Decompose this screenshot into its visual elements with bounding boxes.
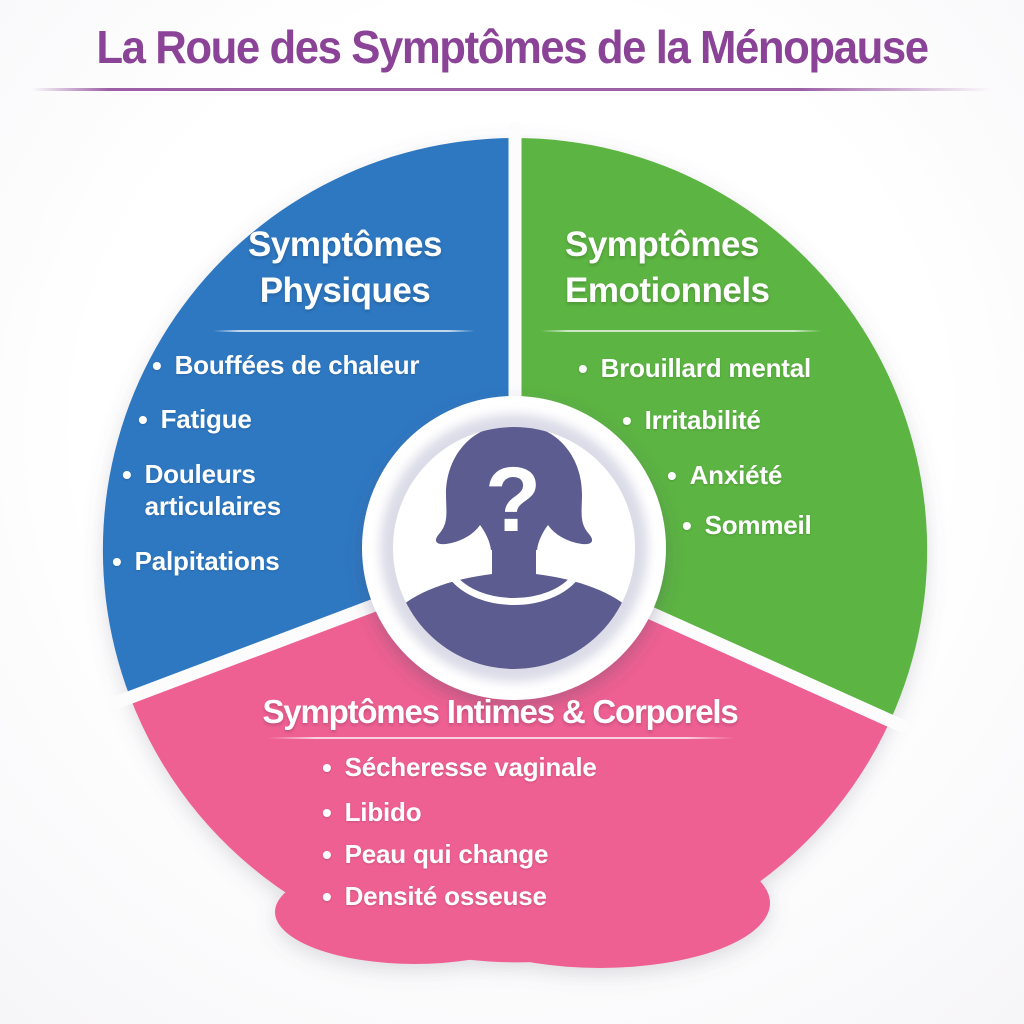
list-item-densite: • Densité osseuse — [322, 881, 547, 912]
list-item-peau: • Peau qui change — [322, 839, 549, 870]
list-item-douleurs: • Douleurs articulaires — [122, 459, 281, 521]
list-item-bouffees: • Bouffées de chaleur — [152, 350, 420, 381]
bullet-icon: • — [322, 839, 332, 870]
list-item-irritabilite: • Irritabilité — [622, 405, 761, 436]
list-item-secheresse: • Sécheresse vaginale — [322, 752, 597, 783]
emotionnels-heading-rule — [540, 330, 822, 332]
bullet-icon: • — [322, 881, 332, 912]
page-title: La Roue des Symptômes de la Ménopause — [96, 21, 929, 73]
bullet-icon: • — [322, 752, 332, 783]
list-item-anxiete: • Anxiété — [667, 460, 783, 491]
bullet-icon: • — [578, 353, 588, 384]
heading-symptomes-intimes-corporels: Symptômes Intimes & Corporels — [262, 693, 739, 730]
heading-symptomes-emotionnels: Symptômes Emotionnels — [565, 225, 770, 311]
bullet-icon: • — [122, 459, 132, 490]
list-item-brouillard: • Brouillard mental — [578, 353, 812, 384]
bullet-icon: • — [138, 404, 148, 435]
bullet-icon: • — [112, 546, 122, 577]
bullet-icon: • — [622, 405, 632, 436]
title-underline — [32, 88, 992, 91]
bullet-icon: • — [682, 510, 692, 541]
list-item-libido: • Libido — [322, 797, 422, 828]
list-item-sommeil: • Sommeil — [682, 510, 812, 541]
list-item-palpitations: • Palpitations — [112, 546, 280, 577]
intimes-heading-rule — [268, 737, 734, 739]
list-item-fatigue: • Fatigue — [138, 404, 252, 435]
heading-symptomes-physiques: Symptômes Physiques — [248, 225, 442, 311]
physiques-heading-rule — [213, 330, 475, 332]
bullet-icon: • — [152, 350, 162, 381]
question-mark: ? — [485, 449, 541, 551]
bullet-icon: • — [667, 460, 677, 491]
bullet-icon: • — [322, 797, 332, 828]
center-medallion: ? — [362, 396, 666, 700]
segment-intimes-blob-right — [430, 838, 770, 968]
